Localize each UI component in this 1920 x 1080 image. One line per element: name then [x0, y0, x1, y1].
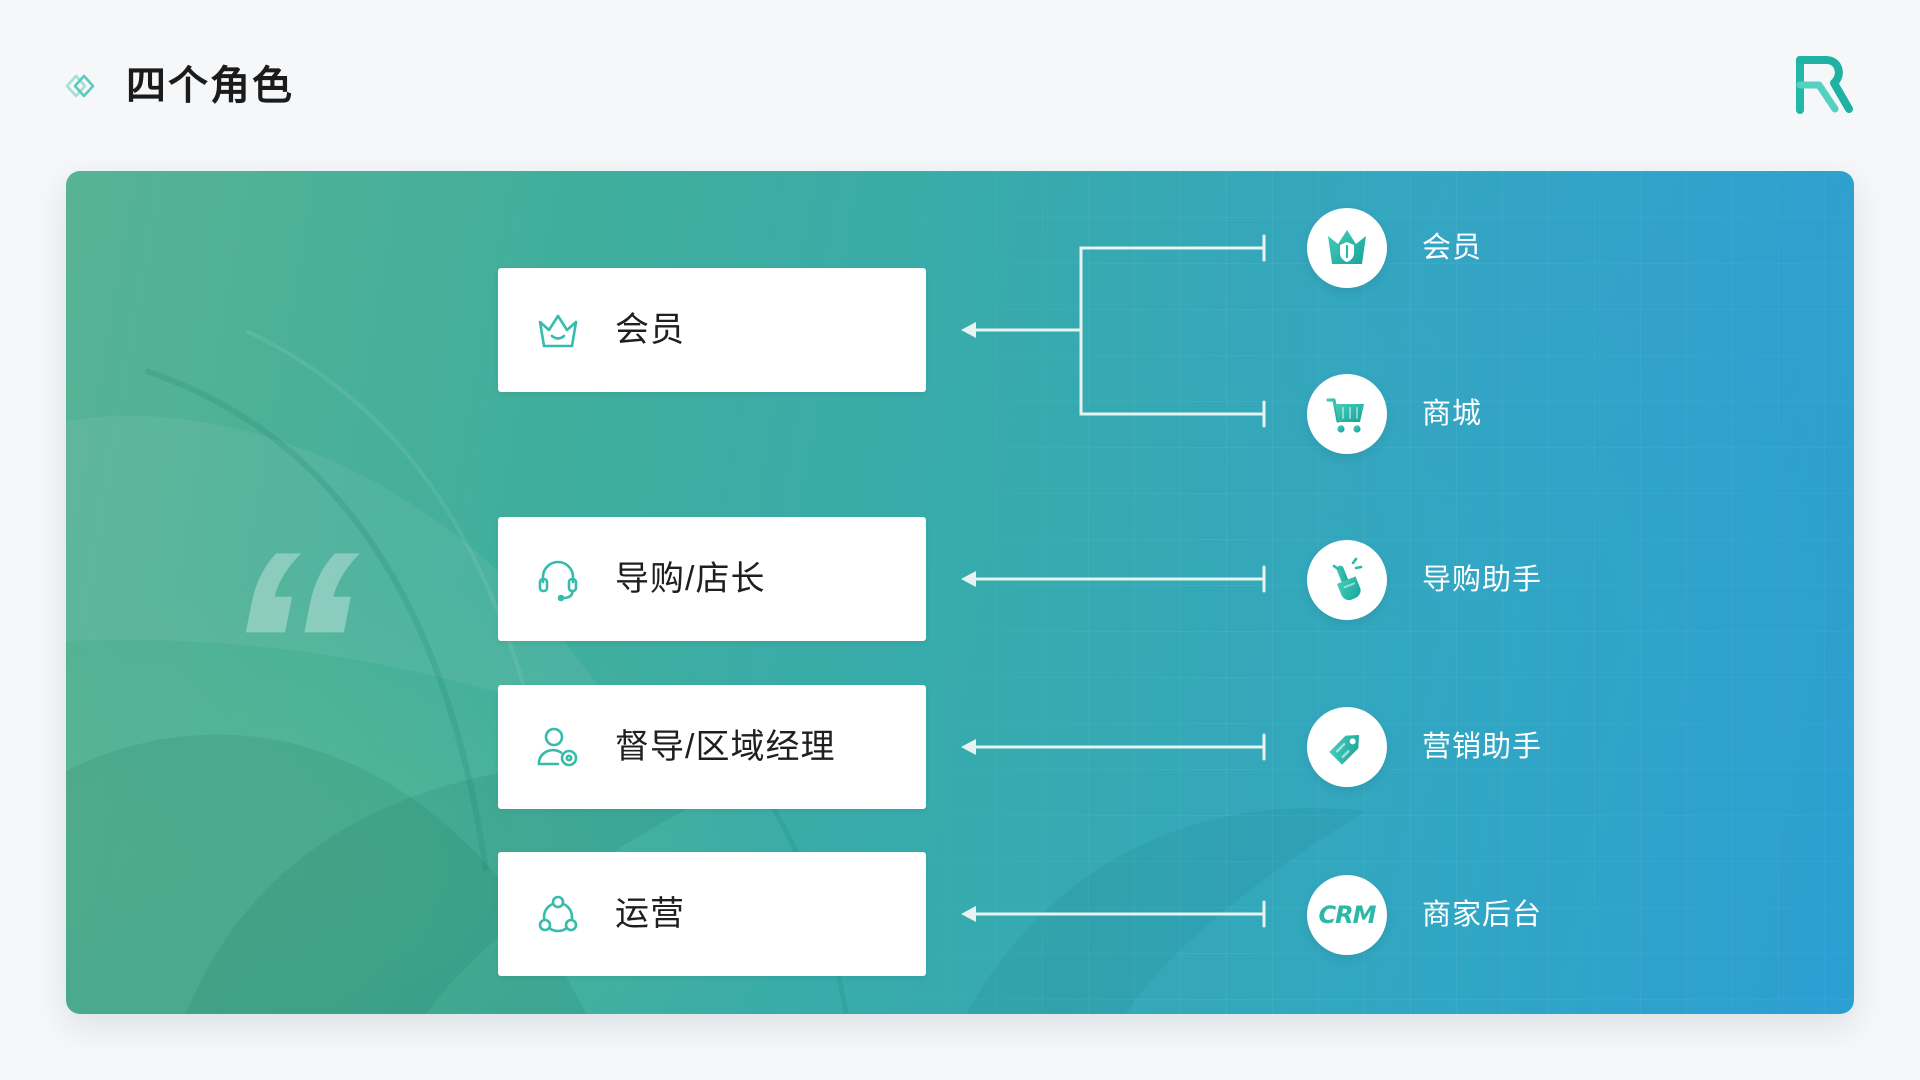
- app-label: 会员: [1422, 232, 1483, 264]
- user-settings-icon: [537, 727, 578, 767]
- double-chevron-icon: [65, 74, 95, 98]
- card-haze: [66, 171, 1854, 1014]
- headset-icon: [538, 560, 578, 602]
- role-box-guide-manager: 导购/店长: [498, 517, 926, 641]
- app-label: 导购助手: [1422, 564, 1543, 596]
- role-box-operations: 运营: [498, 852, 926, 976]
- page-title: 四个角色: [126, 64, 294, 108]
- leaf-stem: [245, 329, 538, 732]
- app-label: 商家后台: [1422, 899, 1543, 931]
- price-tag-icon: [1329, 734, 1360, 765]
- app-icon-crm: CRM: [1307, 875, 1387, 955]
- app-icon-guide-assistant: [1307, 540, 1387, 620]
- quote-mark: “: [220, 494, 360, 806]
- leaf-shape: [966, 807, 1366, 1014]
- crown-icon: [538, 314, 578, 348]
- leaf-shape: [186, 761, 766, 1014]
- app-icon-member: [1307, 208, 1387, 288]
- leaf-stem: [145, 368, 489, 872]
- crown-shield-icon: [1328, 230, 1366, 264]
- brand-r-logo: [1796, 56, 1853, 114]
- role-label: 会员: [615, 311, 685, 349]
- role-box-supervisor: 督导/区域经理: [498, 685, 926, 809]
- app-label: 营销助手: [1422, 731, 1543, 763]
- app-icon-marketing-assistant: [1307, 707, 1387, 787]
- app-icon-mall: [1307, 374, 1387, 454]
- leaf-shape: [66, 415, 626, 731]
- roles-card: “: [66, 171, 1854, 1014]
- shopping-cart-icon: [1326, 398, 1364, 433]
- crm-icon: CRM: [1318, 901, 1377, 929]
- network-nodes-icon: [538, 895, 578, 933]
- role-box-member: 会员: [498, 268, 926, 392]
- role-label: 督导/区域经理: [615, 728, 836, 766]
- leaf-shape: [66, 734, 586, 1014]
- app-label: 商城: [1422, 398, 1483, 430]
- role-label: 导购/店长: [615, 560, 766, 598]
- tap-hand-icon: [1332, 557, 1363, 601]
- role-label: 运营: [615, 895, 685, 933]
